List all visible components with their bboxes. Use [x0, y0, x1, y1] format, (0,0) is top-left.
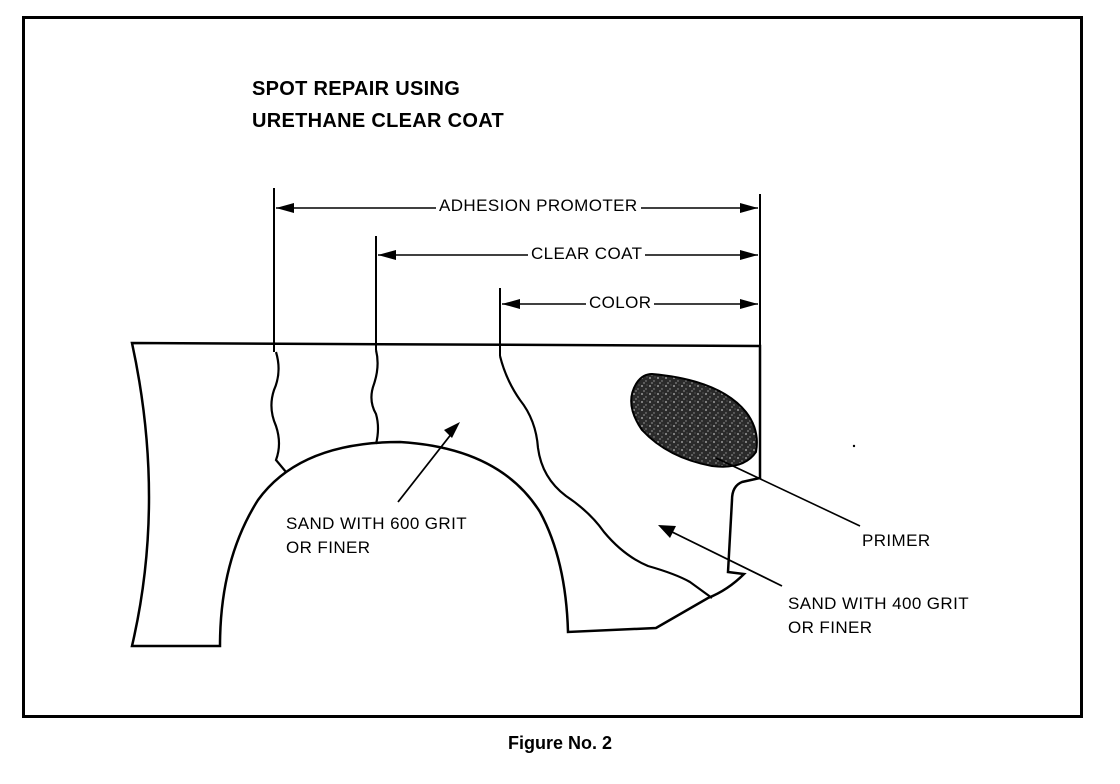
sand-400-callout: SAND WITH 400 GRIT OR FINER — [788, 592, 969, 640]
sand-600-arrowhead — [444, 422, 460, 438]
color-label: COLOR — [586, 293, 655, 313]
adhesion-arrow-right — [740, 203, 758, 213]
stray-mark — [852, 444, 856, 448]
clearcoat-arrow-right — [740, 250, 758, 260]
color-feather-line — [498, 355, 713, 599]
color-arrow-left — [502, 299, 520, 309]
figure-frame — [22, 16, 1083, 718]
figure-caption: Figure No. 2 — [507, 733, 612, 753]
adhesion-feather-line — [270, 351, 287, 473]
primer-spot — [630, 372, 758, 468]
sand-600-leader — [397, 427, 457, 503]
sand-400-line1: SAND WITH 400 GRIT — [788, 594, 970, 613]
sand-600-line2: OR FINER — [286, 538, 371, 557]
clear-coat-label: CLEAR COAT — [528, 244, 646, 264]
sand-400-leader — [663, 527, 783, 587]
color-arrow-right — [740, 299, 758, 309]
clearcoat-feather-line — [370, 349, 380, 445]
diagram-title-line1: SPOT REPAIR USING — [252, 78, 461, 100]
clearcoat-arrow-left — [378, 250, 396, 260]
adhesion-promoter-label: ADHESION PROMOTER — [436, 196, 641, 216]
adhesion-arrow-left — [276, 203, 294, 213]
diagram-title-line2: URETHANE CLEAR COAT — [252, 110, 504, 132]
sand-600-line1: SAND WITH 600 GRIT — [286, 514, 468, 533]
sand-400-line2: OR FINER — [788, 618, 873, 637]
primer-leader — [715, 457, 861, 527]
fender-outline — [130, 341, 762, 648]
sand-400-arrowhead — [658, 525, 676, 538]
primer-callout: PRIMER — [862, 531, 931, 550]
sand-600-callout: SAND WITH 600 GRIT OR FINER — [286, 512, 467, 560]
